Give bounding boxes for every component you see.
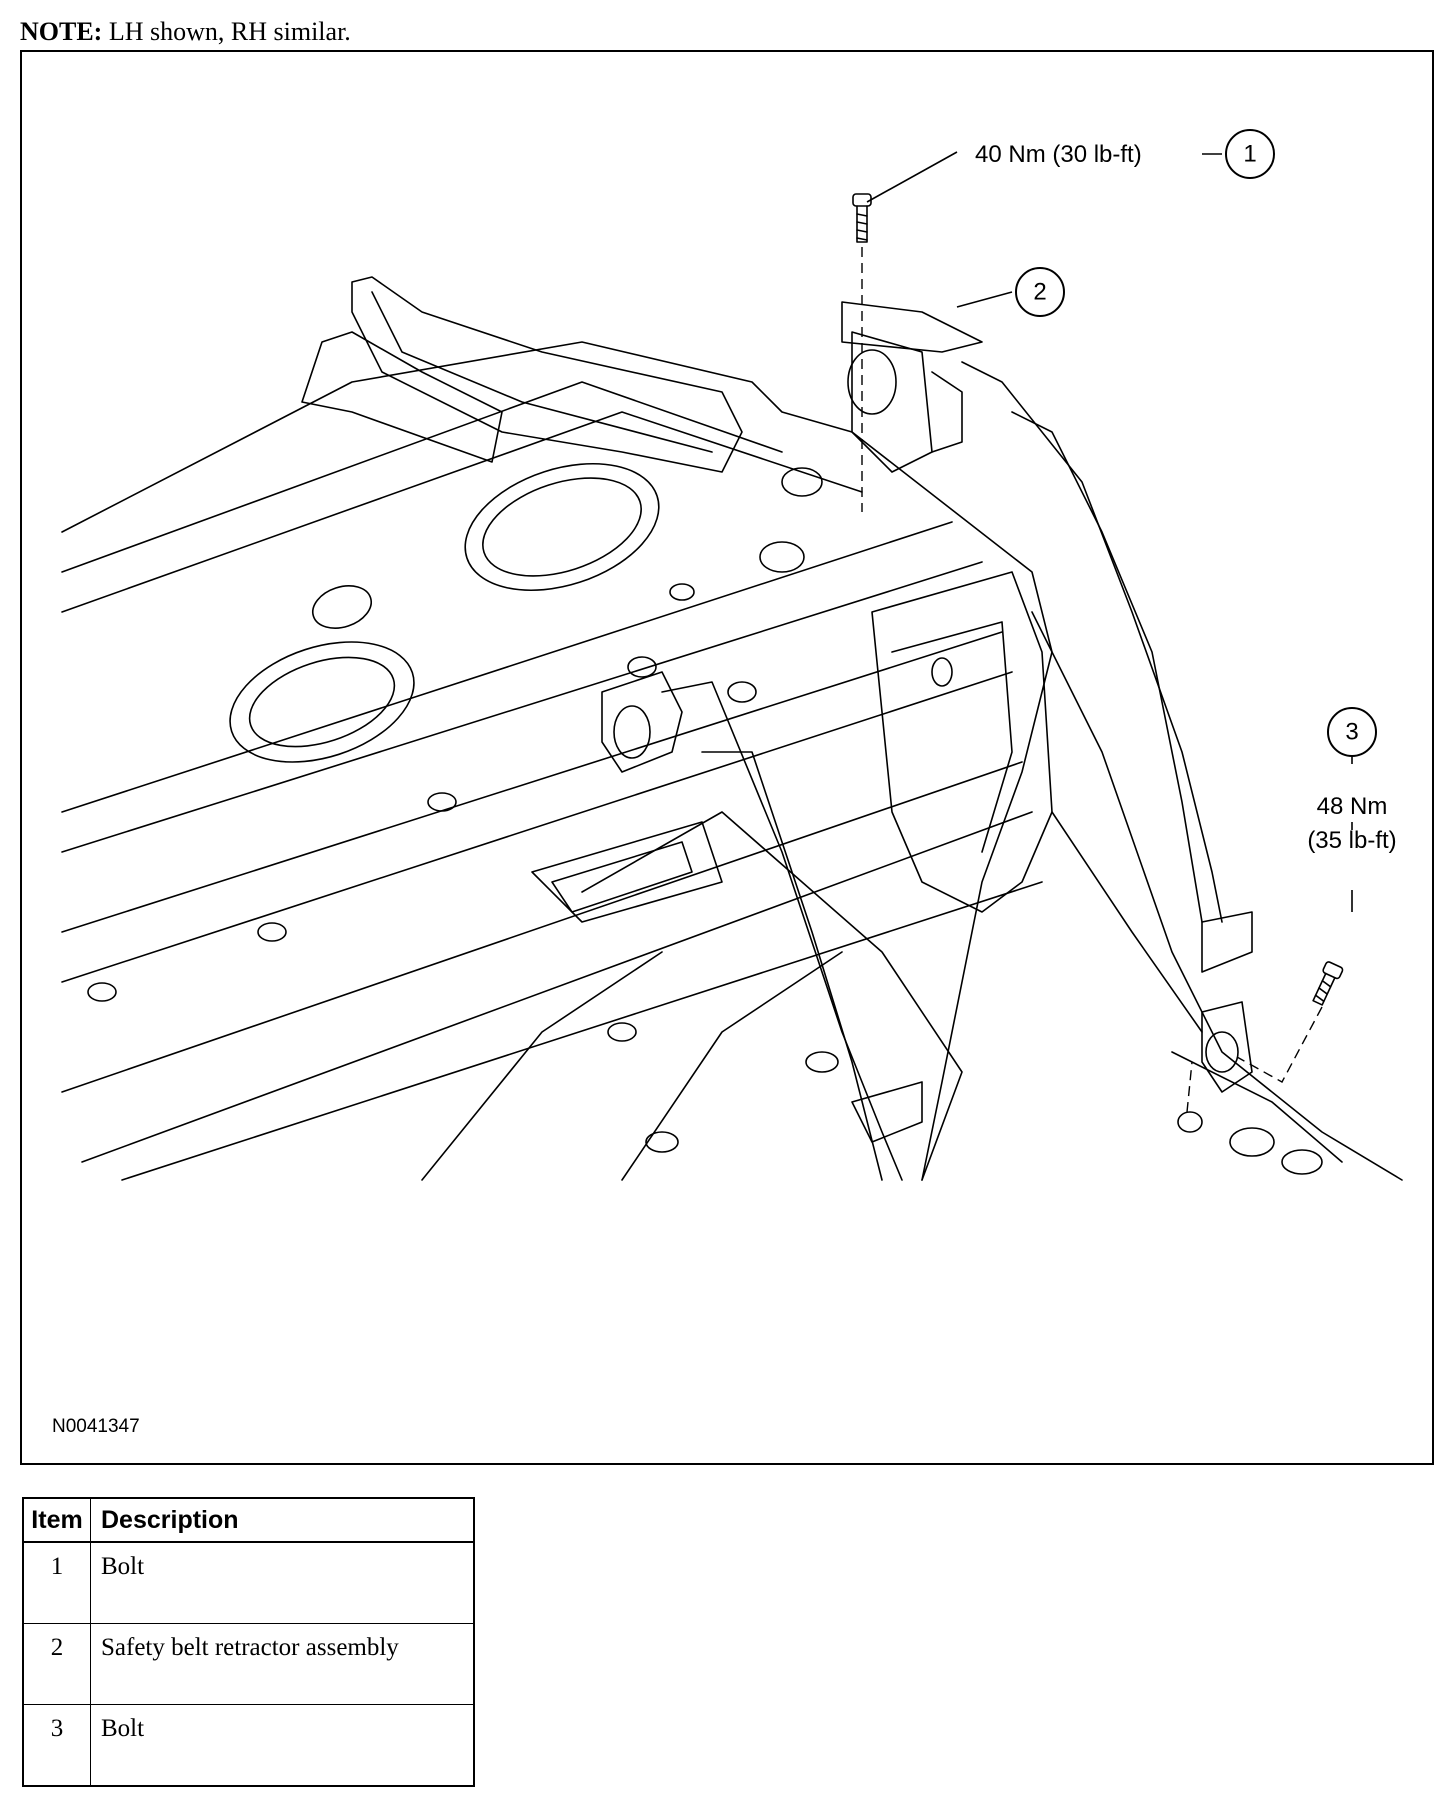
callout-2-number: 2 (1033, 279, 1046, 306)
item-number: 3 (22, 1704, 91, 1787)
item-number: 2 (22, 1623, 91, 1705)
left-retractor (601, 671, 683, 773)
item-description: Bolt (90, 1541, 475, 1624)
table-row: 2 Safety belt retractor assembly (22, 1623, 475, 1705)
speaker-opening-left (229, 641, 415, 763)
note: NOTE: LH shown, RH similar. (20, 16, 351, 48)
table-header-row: Item Description (22, 1497, 475, 1543)
right-belt-webbing (961, 361, 1223, 923)
upper-trim-panel (351, 276, 743, 473)
callout-2-leader (956, 291, 1013, 308)
figure-id: N0041347 (52, 1416, 140, 1437)
header-description: Description (90, 1497, 475, 1543)
item-number: 1 (22, 1541, 91, 1624)
table-row: 3 Bolt (22, 1704, 475, 1787)
callout-2-circle (1015, 267, 1065, 317)
table-row: 1 Bolt (22, 1541, 475, 1624)
bolt-3 (1312, 961, 1344, 1006)
retractor-mounting-bracket (841, 301, 983, 353)
callout-3-circle (1327, 707, 1377, 757)
note-text: LH shown, RH similar. (108, 17, 351, 46)
speaker-opening-right (464, 462, 660, 592)
callout-1-number: 1 (1243, 141, 1256, 168)
bolt-3-centerline (1236, 1006, 1323, 1083)
retractor-housing (851, 331, 933, 473)
exploded-view-figure: 1 2 3 40 Nm (30 lb-ft) 48 Nm (35 lb-ft) … (20, 50, 1434, 1465)
nut (1177, 1111, 1203, 1133)
callout-1-circle (1225, 129, 1275, 179)
vehicle-body-illustration: 1 2 3 40 Nm (30 lb-ft) 48 Nm (35 lb-ft) … (52, 129, 1403, 1437)
callout-1-torque: 40 Nm (30 lb-ft) (975, 141, 1142, 168)
header-item: Item (22, 1497, 91, 1543)
callout-3-torque-nm: 48 Nm (1317, 793, 1388, 820)
item-description: Safety belt retractor assembly (90, 1623, 475, 1705)
item-description-table: Item Description 1 Bolt 2 Safety belt re… (22, 1497, 475, 1787)
callout-3-number: 3 (1345, 719, 1358, 746)
package-tray-outline (61, 341, 1053, 1181)
note-label: NOTE: (20, 17, 103, 46)
lower-anchor (1201, 1001, 1253, 1093)
callout-3-torque-lbft: (35 lb-ft) (1307, 827, 1396, 854)
left-belt-webbing (661, 681, 903, 1181)
callout-1-leader (866, 151, 958, 203)
item-description: Bolt (90, 1704, 475, 1787)
